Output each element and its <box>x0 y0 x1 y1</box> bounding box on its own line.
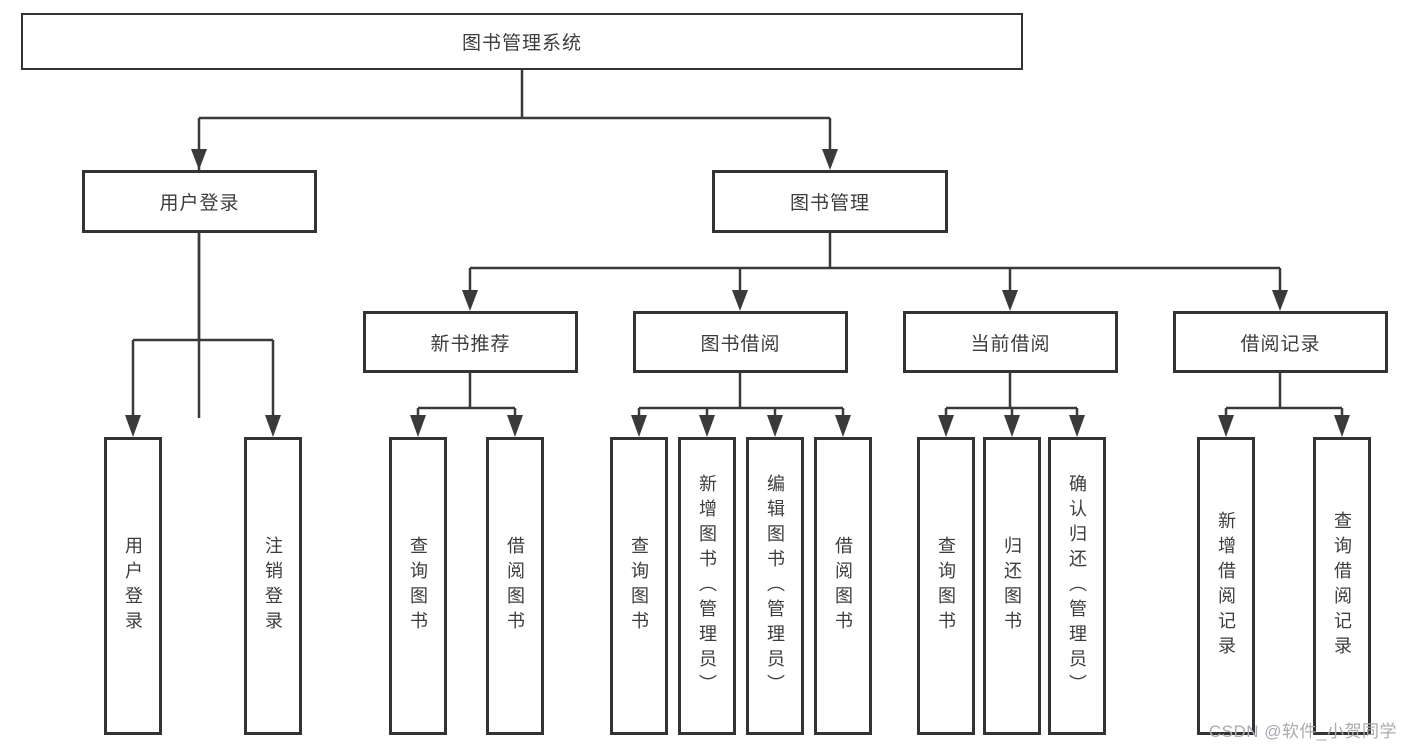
leaf-label: 新增借阅记录 <box>1216 511 1236 661</box>
node-borrowing-records: 借阅记录 <box>1173 311 1388 373</box>
csdn-watermark: CSDN @软件_小贺同学 <box>1208 722 1397 741</box>
leaf-label: 查询图书 <box>936 536 956 636</box>
node-label: 图书管理 <box>789 193 870 214</box>
leaf-label: 注销登录 <box>263 536 283 636</box>
connector-root-to-level2 <box>197 70 832 418</box>
node-current-borrowing: 当前借阅 <box>903 311 1118 373</box>
leaf-records-add-record: 新增借阅记录 <box>1197 437 1255 735</box>
node-label: 新书推荐 <box>430 333 511 355</box>
leaf-label: 借阅图书 <box>833 536 853 636</box>
leaf-borrowing-borrow-books: 借阅图书 <box>814 437 872 735</box>
leaf-label: 新增图书（管理员） <box>697 473 717 699</box>
connector-userlogin-to-leaves <box>131 233 275 418</box>
node-label: 用户登录 <box>159 193 240 214</box>
leaf-label: 查询图书 <box>408 536 428 636</box>
connector-bookmgmt-to-level3 <box>468 233 1282 293</box>
leaf-current-query-books: 查询图书 <box>917 437 975 735</box>
leaf-current-confirm-return-admin: 确认归还（管理员） <box>1048 437 1106 735</box>
leaf-records-query-record: 查询借阅记录 <box>1313 437 1371 735</box>
connector-level3-to-leaves <box>416 373 1344 418</box>
leaf-current-return-books: 归还图书 <box>983 437 1041 735</box>
node-label: 图书借阅 <box>700 333 781 355</box>
leaf-label: 归还图书 <box>1002 536 1022 636</box>
leaf-user-login: 用户登录 <box>104 437 162 735</box>
node-label: 当前借阅 <box>970 333 1051 355</box>
node-label: 借阅记录 <box>1240 333 1321 355</box>
leaf-label: 借阅图书 <box>505 536 525 636</box>
leaf-label: 确认归还（管理员） <box>1067 473 1087 699</box>
leaf-label: 编辑图书（管理员） <box>765 473 785 699</box>
node-book-borrowing: 图书借阅 <box>633 311 848 373</box>
leaf-newbook-borrow-books: 借阅图书 <box>486 437 544 735</box>
node-library-management-system: 图书管理系统 <box>21 13 1023 70</box>
leaf-borrowing-query-books: 查询图书 <box>610 437 668 735</box>
leaf-borrowing-edit-books-admin: 编辑图书（管理员） <box>746 437 804 735</box>
node-book-management: 图书管理 <box>712 170 948 233</box>
leaf-newbook-query-books: 查询图书 <box>389 437 447 735</box>
node-new-book-recommendation: 新书推荐 <box>363 311 578 373</box>
node-label: 图书管理系统 <box>461 33 582 54</box>
leaf-label: 查询借阅记录 <box>1332 511 1352 661</box>
leaf-borrowing-add-books-admin: 新增图书（管理员） <box>678 437 736 735</box>
arrowheads <box>125 149 1350 437</box>
leaf-label: 用户登录 <box>123 536 143 636</box>
leaf-label: 查询图书 <box>629 536 649 636</box>
leaf-logout: 注销登录 <box>244 437 302 735</box>
node-user-login: 用户登录 <box>82 170 317 233</box>
